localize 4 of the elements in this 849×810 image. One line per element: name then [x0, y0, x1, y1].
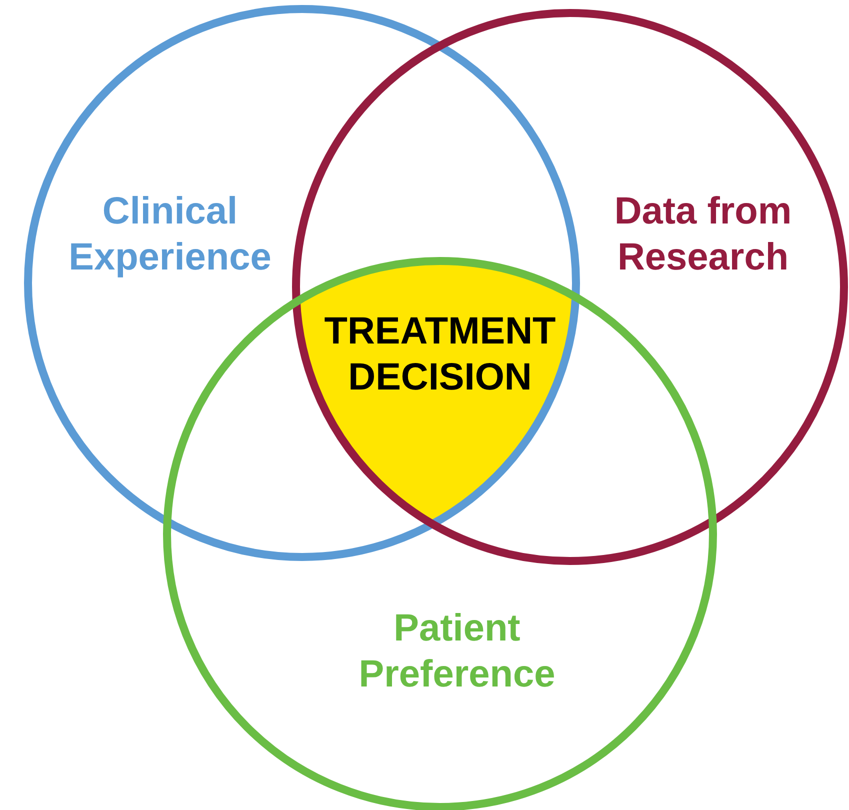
circle-label: Clinical Experience [68, 190, 272, 281]
circle-label: Patient Preference [358, 606, 556, 698]
center-label: TREATMENT DECISION [323, 310, 557, 401]
circle-label: Data from Research [613, 190, 793, 281]
